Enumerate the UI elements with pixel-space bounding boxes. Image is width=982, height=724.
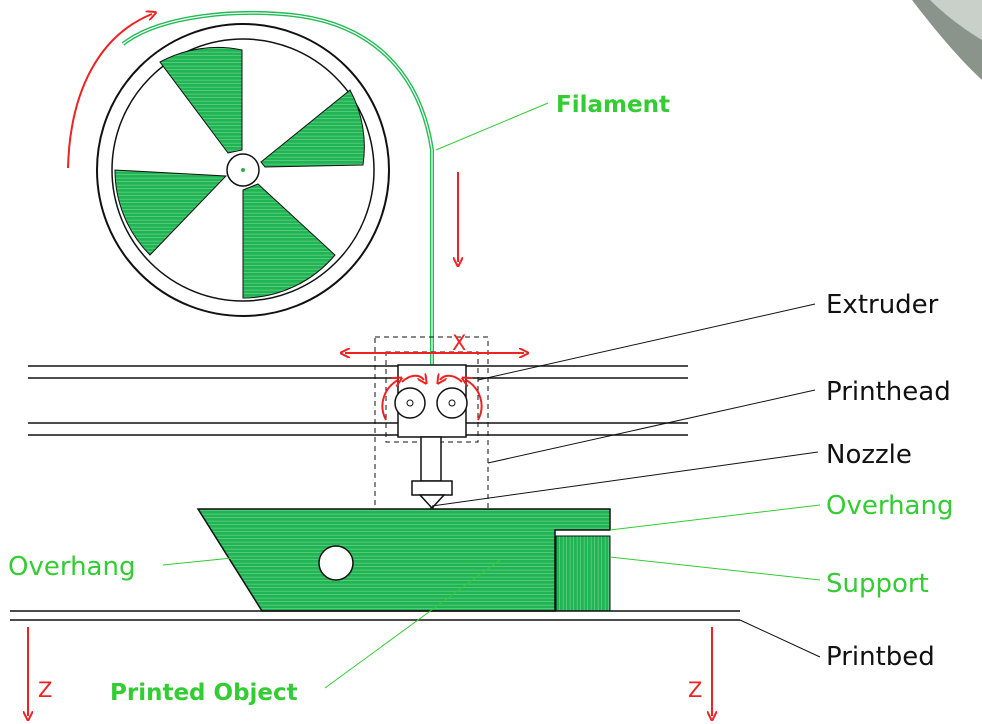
printhead-outline bbox=[374, 336, 489, 516]
label-printbed: Printbed bbox=[826, 642, 935, 672]
extruder bbox=[381, 364, 483, 438]
spool-rotation-arrow bbox=[67, 14, 152, 169]
nozzle bbox=[411, 436, 453, 510]
spool-sector bbox=[159, 46, 243, 154]
support-structure bbox=[555, 535, 611, 612]
spool-sector bbox=[114, 169, 228, 256]
corner-photo-fragment bbox=[912, 0, 982, 80]
label-extruder: Extruder bbox=[826, 290, 939, 320]
label-overhang-left: Overhang bbox=[8, 552, 135, 582]
object-hole bbox=[318, 545, 354, 581]
printed-object bbox=[196, 508, 611, 612]
printbed bbox=[10, 610, 740, 621]
x-rails bbox=[28, 365, 688, 436]
x-axis-label: X bbox=[452, 331, 466, 355]
z-axis-label-left: Z bbox=[38, 678, 52, 702]
label-overhang-right: Overhang bbox=[826, 491, 953, 521]
spool-sector bbox=[260, 89, 365, 168]
label-printhead: Printhead bbox=[826, 377, 951, 407]
filament-spool bbox=[96, 23, 390, 317]
leader-lines bbox=[162, 102, 821, 689]
spool-sector bbox=[242, 183, 336, 299]
label-filament: Filament bbox=[556, 92, 670, 118]
label-printed-object: Printed Object bbox=[110, 680, 298, 706]
label-support: Support bbox=[826, 569, 929, 599]
label-nozzle: Nozzle bbox=[826, 440, 912, 470]
z-axis-label-right: Z bbox=[688, 678, 702, 702]
